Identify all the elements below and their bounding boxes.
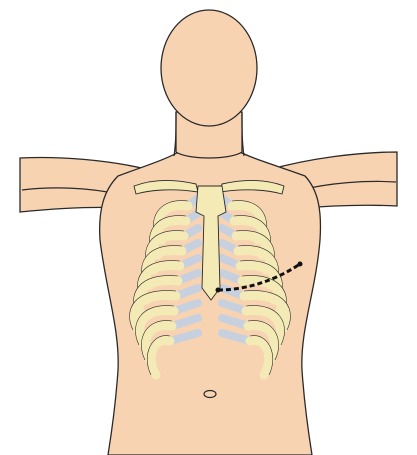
incision-end bbox=[298, 262, 303, 267]
head bbox=[161, 10, 257, 126]
incision-end bbox=[216, 288, 221, 293]
